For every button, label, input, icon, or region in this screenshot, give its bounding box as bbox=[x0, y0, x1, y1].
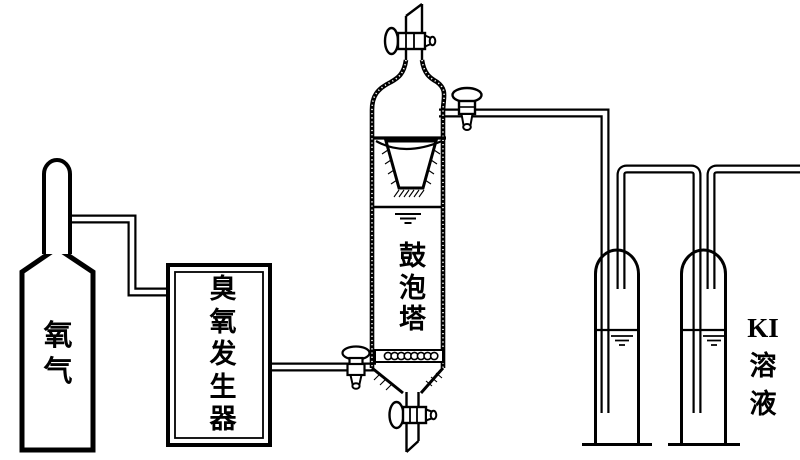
funnel-insert bbox=[373, 136, 446, 198]
pipe-tube1-to-tube2 bbox=[616, 164, 702, 413]
ki-solution-label: KI 溶 液 bbox=[747, 313, 779, 419]
ozone-generator bbox=[166, 263, 272, 447]
oxygen-cylinder bbox=[19, 158, 96, 453]
bubble-column-label: 鼓 泡 塔 bbox=[399, 241, 426, 334]
stopcock-column-drain bbox=[388, 400, 438, 430]
bubble-column bbox=[369, 3, 447, 453]
gas-washing-tube-2 bbox=[668, 248, 740, 446]
pipe-column-to-tube1 bbox=[439, 108, 610, 413]
stopcock-column-top bbox=[383, 26, 437, 56]
liquid-level-symbol-column bbox=[374, 205, 441, 224]
pipe-tube2-outlet bbox=[706, 164, 800, 289]
liquid-level-symbol-tube1 bbox=[611, 335, 633, 346]
pipe-oxygen-to-generator bbox=[70, 214, 170, 297]
gas-washing-tube-1 bbox=[582, 248, 652, 446]
liquid-level-symbol-tube2 bbox=[703, 335, 725, 346]
stopcock-column-outlet bbox=[451, 86, 483, 131]
frit-bubbler bbox=[374, 349, 444, 363]
stopcock-column-inlet bbox=[341, 345, 371, 390]
oxygen-cylinder-label: 氧 气 bbox=[43, 320, 73, 388]
ozone-generator-label: 臭 氧 发 生 器 bbox=[209, 274, 237, 434]
